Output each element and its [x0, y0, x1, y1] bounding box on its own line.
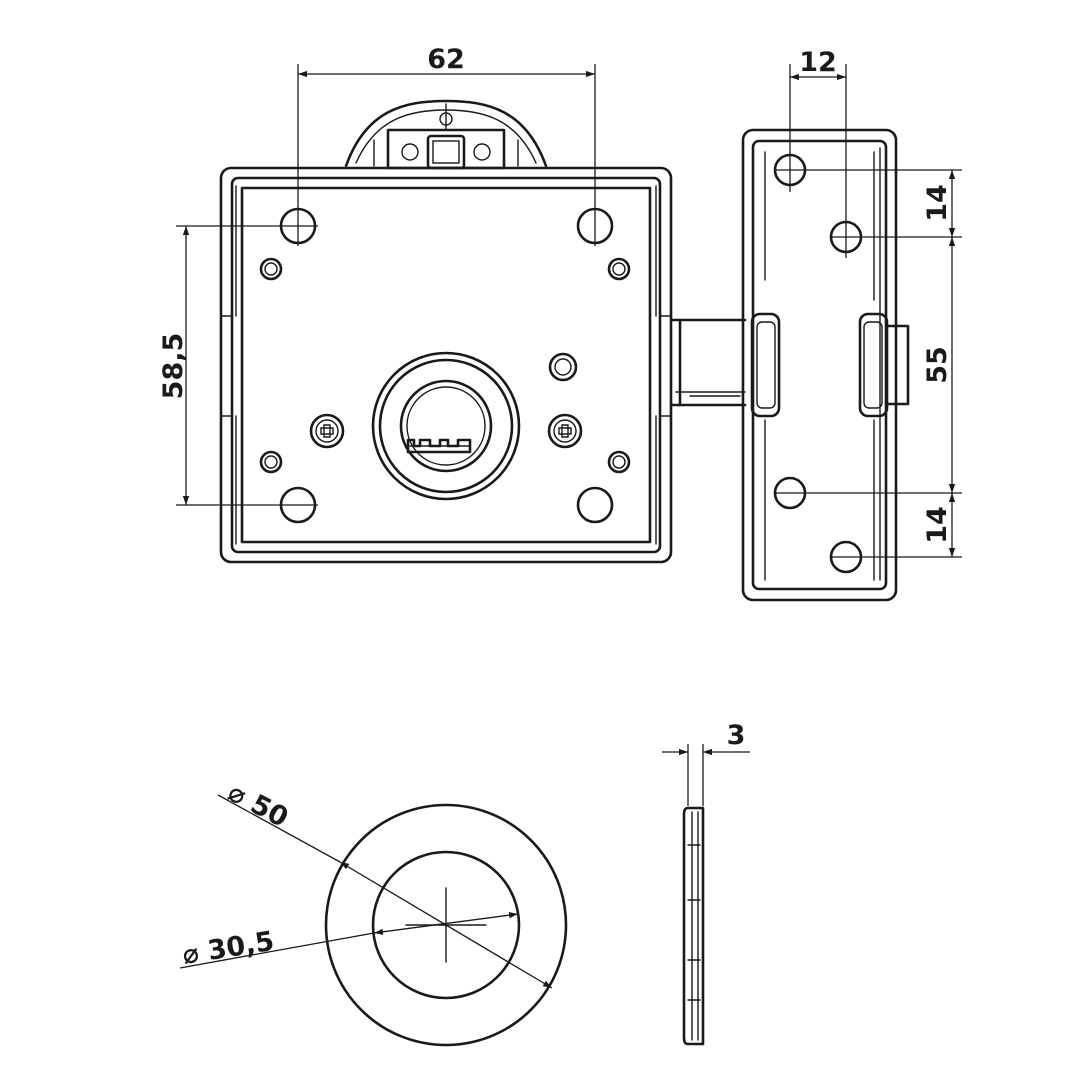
dimension-14-top-label: 14 — [922, 184, 953, 222]
dimension-62-label: 62 — [427, 44, 465, 75]
dimension-diameter-30-5: ⌀ 30,5 — [179, 912, 519, 971]
screw-right — [547, 413, 583, 449]
lock-case-rim — [230, 176, 662, 554]
dimension-58-5: 58,5 — [158, 225, 318, 506]
dimension-diameter-50-label: ⌀ 50 — [223, 777, 293, 834]
lock-bolt — [669, 318, 747, 407]
mounting-hole-bottom-right — [576, 486, 614, 524]
lock-body — [219, 99, 747, 564]
lock-front-plate — [240, 186, 652, 544]
rosette-side — [682, 806, 705, 1046]
lock-top-housing — [344, 99, 548, 170]
dimension-12-label: 12 — [799, 47, 837, 78]
dimension-55-label: 55 — [922, 346, 953, 384]
lock-case-outer — [219, 166, 673, 564]
dimension-58-5-label: 58,5 — [158, 333, 189, 400]
dimension-62: 62 — [297, 44, 596, 246]
dimension-3-label: 3 — [727, 720, 746, 751]
small-holes — [259, 257, 631, 474]
dimension-diameter-30-5-label: ⌀ 30,5 — [180, 926, 276, 971]
dimension-12: 12 — [789, 47, 847, 258]
key-cylinder — [371, 351, 521, 501]
screw-left — [309, 413, 345, 449]
strike-plate — [741, 128, 910, 602]
dimension-14-bottom-label: 14 — [922, 506, 953, 544]
dimension-3: 3 — [662, 720, 750, 806]
dimension-strike-vertical: 14 55 14 — [774, 169, 962, 558]
